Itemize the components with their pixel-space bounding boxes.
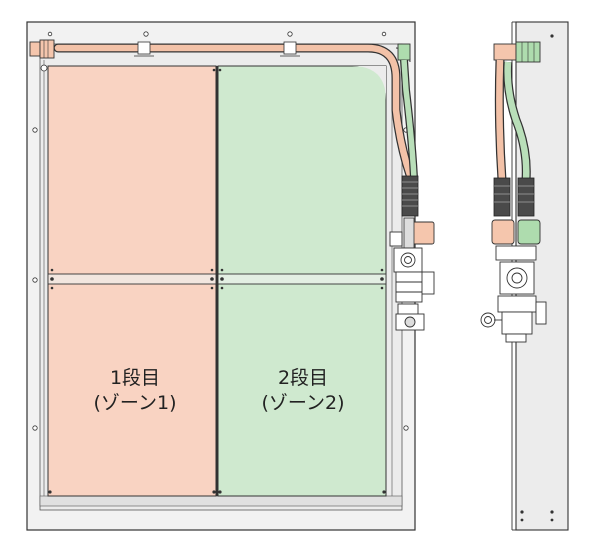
zone-2-corner xyxy=(352,66,386,100)
front-view xyxy=(26,21,435,531)
right-manifold-connectors xyxy=(401,175,435,249)
side-top-connectors xyxy=(493,41,541,63)
side-pipe-green xyxy=(504,61,530,181)
divider-bar-right xyxy=(217,273,387,285)
side-connector-bodies xyxy=(491,177,541,245)
zone-2-label-line2: (ゾーン2) xyxy=(261,392,345,414)
divider-screws xyxy=(48,68,386,494)
zone-2-label-line1: 2段目 xyxy=(277,367,329,389)
side-pipe-orange xyxy=(496,59,506,181)
bottom-strip xyxy=(39,495,403,507)
right-top-elbow xyxy=(395,43,418,179)
zone-1-label-line1: 1段目 xyxy=(109,367,161,389)
zone-1-label-wrap: 1段目 (ゾーン1) xyxy=(93,367,177,414)
zone-2-label-wrap: 2段目 (ゾーン2) xyxy=(261,367,345,414)
side-valve-assembly xyxy=(480,245,547,343)
right-valve-assembly xyxy=(389,231,435,331)
left-pipe-connector xyxy=(29,39,55,72)
header-pipe xyxy=(53,41,415,180)
side-view xyxy=(480,21,569,531)
divider-bar-left xyxy=(47,273,217,285)
zone-1-label-line2: (ゾーン1) xyxy=(93,392,177,414)
